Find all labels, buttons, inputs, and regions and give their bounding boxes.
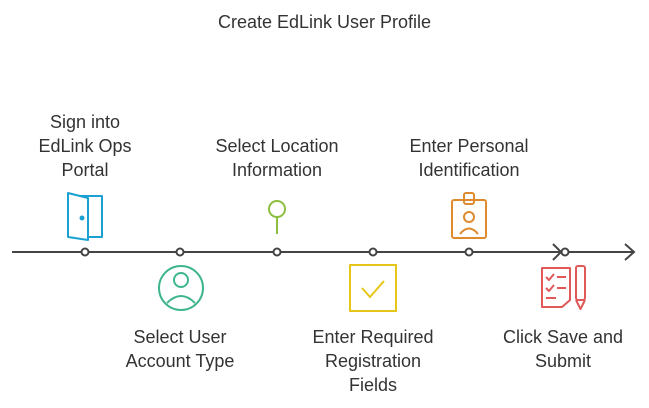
- step-marker-1: [80, 247, 90, 257]
- step-marker-4: [368, 247, 378, 257]
- step-marker-3: [272, 247, 282, 257]
- step-marker-6: [560, 247, 570, 257]
- step-marker-2: [175, 247, 185, 257]
- id-badge-icon: [451, 192, 487, 239]
- step-label-1: Sign into EdLink Ops Portal: [38, 112, 132, 180]
- checklist-pen-icon: [541, 265, 586, 310]
- diagram-title: Create EdLink User Profile: [217, 12, 432, 32]
- step-label-4: Enter Required Registration Fields: [312, 327, 434, 395]
- door-icon: [67, 192, 103, 241]
- step-label-3: Select Location Information: [215, 136, 339, 180]
- checkbox-icon: [349, 264, 397, 312]
- step-label-2: Select User Account Type: [125, 327, 235, 371]
- timeline-arrowhead: [624, 243, 636, 261]
- step-marker-5: [464, 247, 474, 257]
- location-pin-icon: [268, 200, 286, 234]
- user-icon: [158, 265, 204, 311]
- step-label-6: Click Save and Submit: [502, 327, 624, 371]
- step-label-5: Enter Personal Identification: [409, 136, 529, 180]
